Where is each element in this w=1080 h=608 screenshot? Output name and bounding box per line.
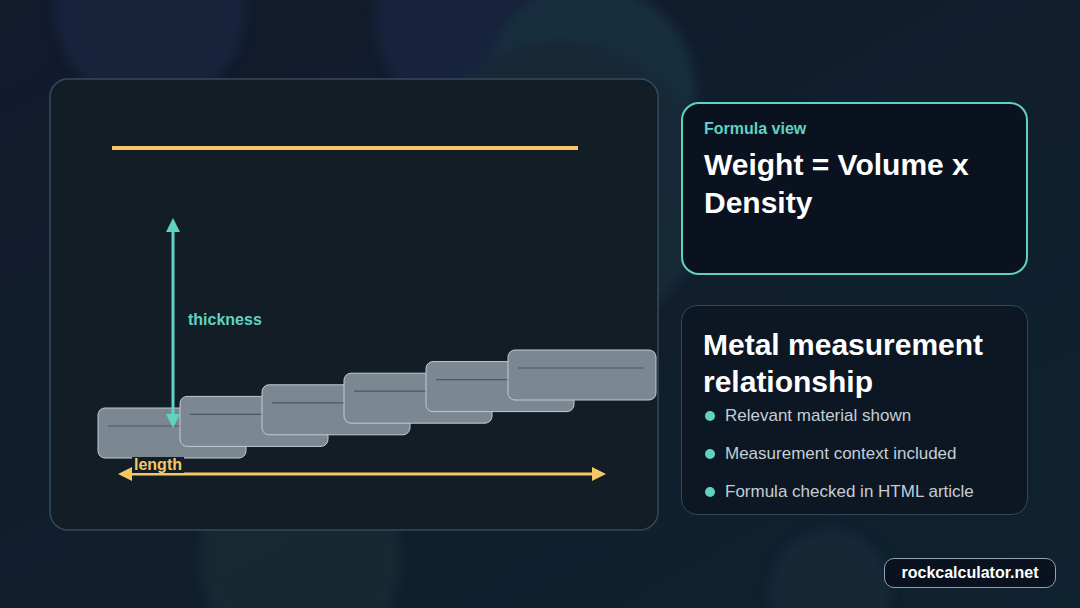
plate-line [518, 367, 644, 368]
box-heading: Metal measurement relationship [703, 326, 1007, 400]
bullet-dot [705, 411, 715, 421]
text-row: Measurement context included [703, 444, 1007, 464]
top-plate-line [112, 146, 578, 150]
bullet-item: Formula checked in HTML article [725, 482, 1007, 502]
metal-plates [98, 350, 656, 458]
text-row: rockcalculator.net [895, 563, 1045, 583]
thickness-arrow [166, 218, 180, 428]
box-kicker: Formula view [704, 118, 1006, 140]
bullet-dot [705, 449, 715, 459]
watermark-text: rockcalculator.net [895, 563, 1045, 583]
text-row: Formula checked in HTML article [703, 482, 1007, 502]
formula-text: Weight = Volume x Density [704, 146, 1006, 222]
illustration-panel [50, 79, 658, 530]
dimension-label: length [132, 457, 184, 473]
text-row: Formula view [704, 118, 1006, 140]
bullet-item: Relevant material shown [725, 406, 1007, 426]
bullet-dot [705, 487, 715, 497]
text-row: Relevant material shown [703, 406, 1007, 426]
plate-body [508, 350, 656, 400]
metal-plate [508, 350, 656, 400]
info-box: Metal measurement relationshipRelevant m… [681, 305, 1028, 515]
text-row: Metal measurement relationship [703, 326, 1007, 400]
formula-box: Formula viewWeight = Volume x Density [681, 102, 1028, 275]
text-row: Weight = Volume x Density [704, 146, 1006, 222]
bullet-item: Measurement context included [725, 444, 1007, 464]
watermark-pill: rockcalculator.net [884, 558, 1056, 588]
length-arrow [118, 467, 606, 481]
dimension-label: thickness [186, 312, 264, 328]
